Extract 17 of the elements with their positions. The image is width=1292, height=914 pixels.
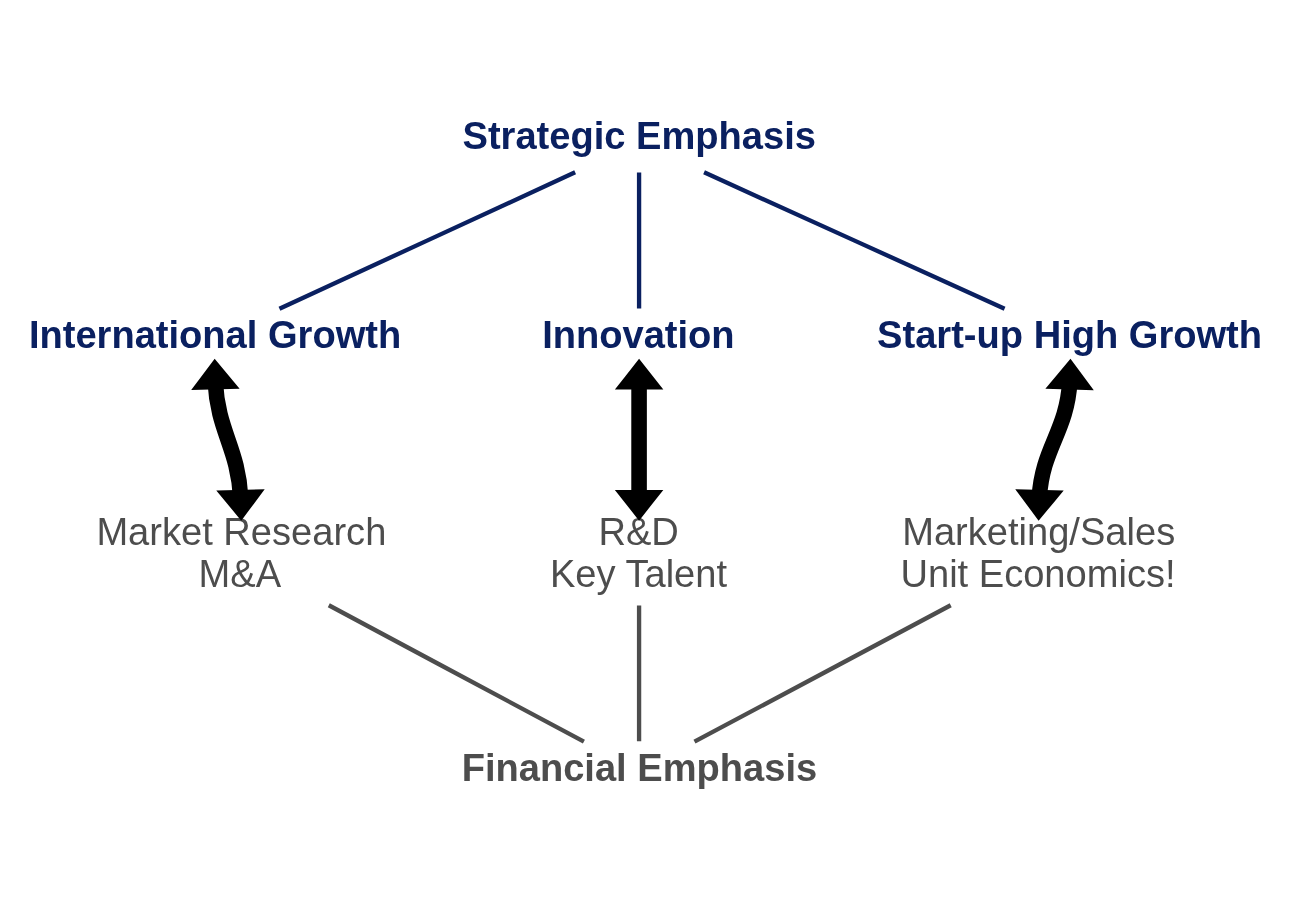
connector (636, 605, 642, 742)
node-text: Financial Emphasis (461, 746, 818, 789)
arrow (614, 358, 664, 521)
node-text: R&D Key Talent (549, 511, 728, 595)
node-text: Market Research M&A (96, 511, 387, 595)
node-text: Strategic Emphasis (462, 115, 816, 158)
arrow (1015, 358, 1094, 521)
node-text: Innovation (542, 314, 735, 357)
connector (703, 170, 1006, 311)
connector (636, 172, 642, 309)
node-text: International Growth (28, 314, 402, 357)
connector (693, 603, 952, 744)
node-text: Start-up High Growth (877, 314, 1263, 357)
connector (327, 603, 585, 744)
node-text: Marketing/Sales Unit Economics! (900, 511, 1176, 595)
connector (278, 170, 577, 311)
arrow (191, 358, 265, 521)
